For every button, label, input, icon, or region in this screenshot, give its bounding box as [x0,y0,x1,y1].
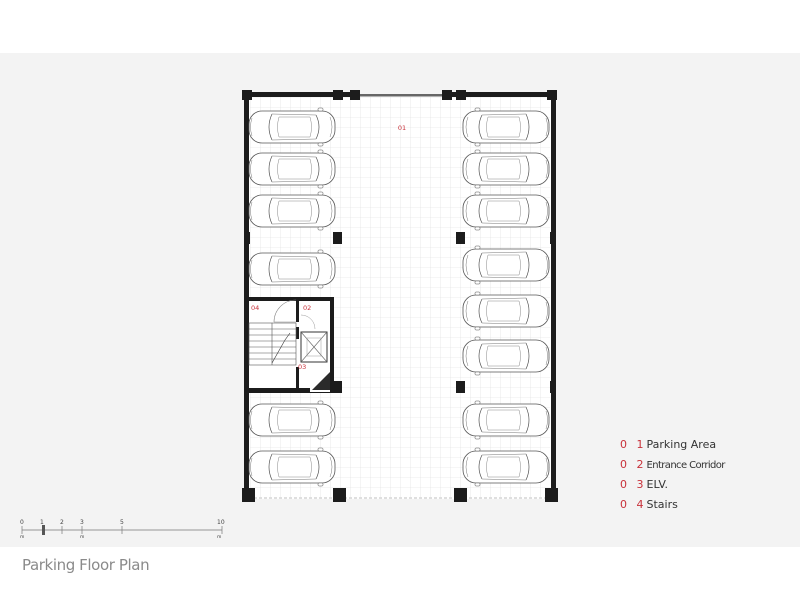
scale-unit-start: m [20,535,24,540]
scale-tick-1: 1 [40,519,44,526]
scale-tick-10: 10 [217,519,225,526]
scale-tick-2: 2 [60,519,64,526]
legend-item-parking: 0 1 Parking Area [620,437,725,457]
room-label-corridor: 02 [303,304,311,312]
scale-tick-3: 3 [80,519,84,526]
room-label-parking: 01 [398,124,406,132]
room-label-elevator: 03 [298,363,306,371]
parked-cars-right [462,107,550,487]
room-legend: 0 1 Parking Area 0 2 Entrance Corridor 0… [620,437,725,517]
legend-label: Stairs [646,498,678,511]
legend-num: 0 4 [620,498,647,511]
scale-tick-5: 5 [120,519,124,526]
scale-unit: m [217,535,221,540]
scale-bar: 0 1 2 3 5 10 m m m [20,519,225,540]
legend-item-elevator: 0 3 ELV. [620,477,725,497]
figure-caption: Parking Floor Plan [22,556,150,574]
entrance-gate [360,94,442,97]
duct-void [312,372,330,390]
scale-tick-0: 0 [20,519,24,526]
corridor-door-swing [300,314,316,330]
legend-label: Parking Area [646,438,717,451]
legend-num: 0 2 [620,458,647,471]
legend-item-stairs: 0 4 Stairs [620,497,725,517]
elevator-shaft [300,331,328,363]
service-core [244,297,334,393]
legend-label: ELV. [646,478,668,491]
room-label-stairs: 04 [251,304,259,312]
outer-walls [244,92,556,500]
stair-flight [248,322,297,366]
legend-num: 0 3 [620,478,647,491]
legend-label: Entrance Corridor [646,460,726,471]
legend-num: 0 1 [620,438,647,451]
legend-item-corridor: 0 2 Entrance Corridor [620,457,725,477]
columns [242,90,558,502]
scale-unit-mid: m [80,535,84,540]
stair-door-swing [273,299,297,323]
